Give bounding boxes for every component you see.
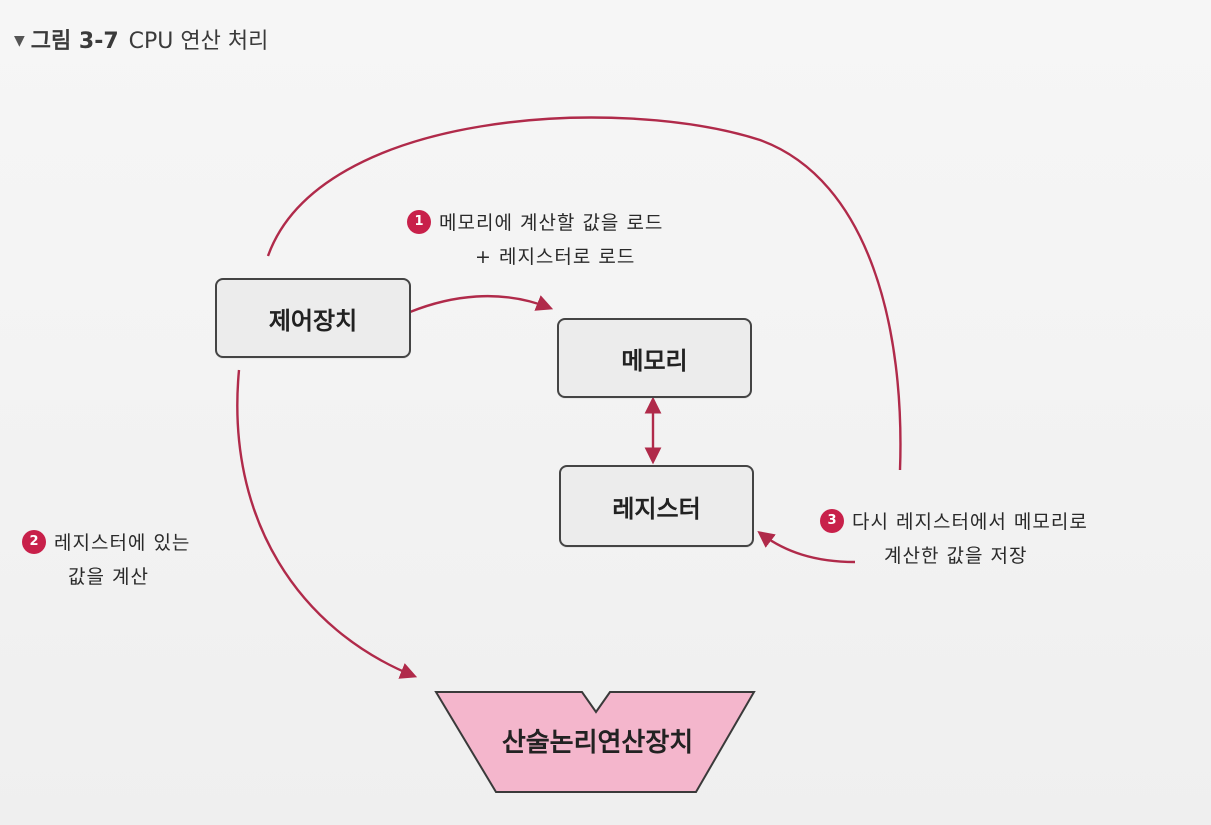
step-2-badge: 2	[22, 529, 46, 554]
step-3-line-1: 3 다시 레지스터에서 메모리로	[820, 505, 1088, 539]
step-1-line-1: 1 메모리에 계산할 값을 로드	[407, 206, 663, 240]
step-3-note: 3 다시 레지스터에서 메모리로 계산한 값을 저장	[820, 505, 1088, 573]
control-unit-label: 제어장치	[268, 306, 358, 335]
step-3-badge: 3	[820, 508, 844, 533]
step-3-text-1: 다시 레지스터에서 메모리로	[852, 511, 1088, 533]
step-2-note: 2 레지스터에 있는 값을 계산	[22, 526, 190, 594]
figure-number: 그림 3-7	[30, 29, 119, 54]
step-3-text-2: 계산한 값을 저장	[884, 545, 1028, 567]
step-2-line-1: 2 레지스터에 있는	[22, 526, 190, 560]
arrow-control-to-alu	[236, 369, 418, 679]
step-1-note: 1 메모리에 계산할 값을 로드 + 레지스터로 로드	[407, 206, 663, 274]
figure-title: CPU 연산 처리	[128, 29, 269, 54]
register-label: 레지스터	[612, 494, 701, 523]
control-unit-box: 제어장치	[215, 278, 411, 358]
register-box: 레지스터	[559, 465, 754, 547]
alu-shape	[434, 691, 756, 793]
alu-label: 산술논리연산장치	[501, 728, 694, 758]
figure-caption: ▼ 그림 3-7 CPU 연산 처리	[14, 28, 268, 58]
step-1-text-1: 메모리에 계산할 값을 로드	[439, 212, 664, 234]
step-1-text-2: + 레지스터로 로드	[475, 246, 636, 268]
caption-triangle-icon: ▼	[14, 33, 25, 49]
memory-box: 메모리	[557, 318, 752, 398]
step-1-badge: 1	[407, 209, 431, 234]
return-arc	[266, 116, 902, 471]
arrow-step3-to-register	[757, 530, 856, 564]
memory-label: 메모리	[621, 346, 688, 375]
arrow-control-to-memory	[409, 295, 554, 314]
step-2-text-1: 레지스터에 있는	[54, 532, 191, 554]
step-2-text-2: 값을 계산	[68, 566, 149, 588]
